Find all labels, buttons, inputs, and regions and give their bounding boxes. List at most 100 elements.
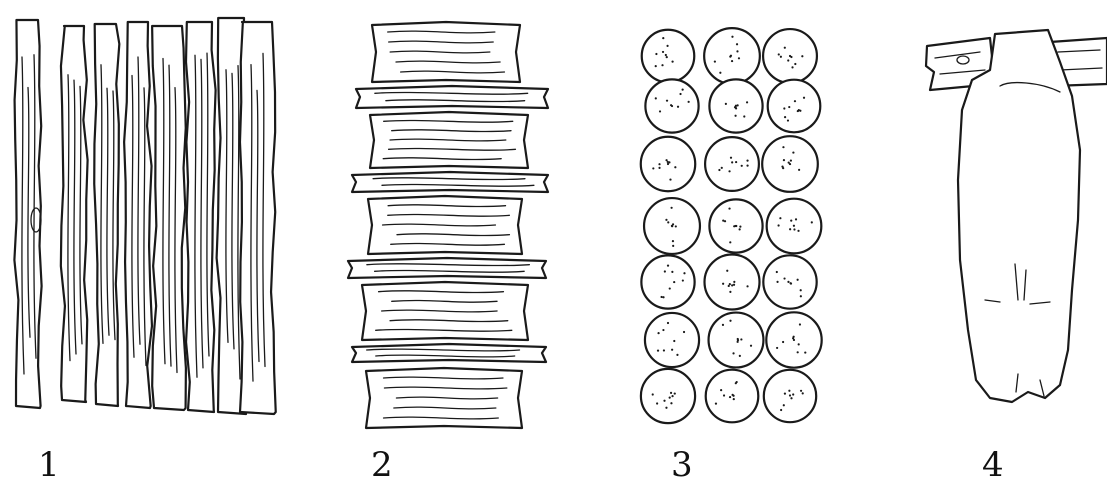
- log-end-dot: [656, 349, 660, 352]
- plank-grain: [387, 204, 507, 208]
- log-end-dot: [683, 272, 686, 275]
- plank: [350, 342, 548, 364]
- log-end-dot: [797, 343, 800, 346]
- log-end-dot: [736, 50, 739, 53]
- log-end-dot: [679, 92, 682, 96]
- log-end-dot: [665, 99, 669, 102]
- plank-grain: [381, 223, 497, 227]
- log-end-dot: [788, 162, 792, 166]
- log-end-dot: [736, 340, 739, 343]
- log-end-dot: [782, 404, 785, 407]
- log-end-dot: [720, 166, 723, 169]
- stake-grain: [256, 89, 260, 363]
- log-end-dot: [728, 207, 731, 210]
- plank-grain: [389, 319, 509, 323]
- stake-grain: [67, 74, 71, 362]
- log-end-dot: [775, 270, 778, 274]
- log-end-dot: [658, 166, 661, 169]
- log-end: [762, 254, 818, 310]
- log-end-dot: [793, 228, 796, 231]
- log-end-dot: [810, 221, 813, 224]
- log-end-dot: [779, 217, 782, 220]
- log-end-dot: [787, 280, 790, 283]
- log-end-dot: [681, 279, 684, 282]
- stake-grain: [262, 52, 266, 368]
- stake-grain: [73, 79, 77, 355]
- log-end-dot: [671, 60, 674, 63]
- plank-grain: [395, 60, 501, 64]
- log-end-dot: [801, 392, 804, 395]
- stake-grain: [194, 54, 198, 378]
- plank: [350, 170, 550, 194]
- log-end-dot: [729, 156, 733, 159]
- plank-grain: [382, 376, 504, 380]
- log-end-dot: [663, 399, 666, 402]
- log-end-dot: [672, 244, 675, 247]
- plank-grain: [393, 406, 497, 410]
- log-end-dot: [793, 100, 797, 103]
- log-end-dot: [729, 319, 732, 322]
- log-end-dot: [681, 88, 684, 91]
- log-end-dot: [787, 161, 790, 164]
- log-end-dot: [732, 283, 736, 286]
- plank-grain: [399, 70, 506, 74]
- log-end-dot: [777, 53, 780, 56]
- beam-grain: [934, 49, 1103, 75]
- log-end-dot: [654, 97, 657, 100]
- plank-grain: [383, 386, 508, 390]
- log-end-dot: [797, 229, 800, 232]
- log-end-dot: [804, 351, 807, 354]
- log-end-dot: [713, 60, 716, 63]
- log-end: [703, 253, 761, 311]
- plank-grain: [389, 50, 491, 54]
- plank-grain: [373, 269, 525, 273]
- log-end-dot: [662, 36, 665, 40]
- plank-grain: [387, 213, 511, 217]
- log-end: [640, 254, 696, 310]
- log-end-dot: [666, 160, 669, 164]
- log-end-dot: [729, 290, 732, 293]
- stake-grain: [33, 54, 37, 359]
- log-end-dot: [666, 321, 670, 325]
- log-end-dot: [728, 395, 732, 399]
- log-end-dot: [746, 164, 749, 167]
- log-end-dot: [799, 109, 802, 112]
- log-end-dot: [670, 224, 674, 227]
- panel-3-log-ends-grid: [639, 27, 823, 425]
- stake-grain: [174, 86, 178, 374]
- log-end-dot: [674, 166, 677, 169]
- log-end-dot: [731, 393, 734, 396]
- log-end-dot: [668, 161, 671, 164]
- log-end-dot: [783, 392, 787, 395]
- log-end-dot: [722, 282, 725, 285]
- plank: [354, 84, 550, 110]
- log-end-dot: [794, 62, 797, 66]
- log-end-dot: [655, 52, 658, 56]
- log-end-dot: [737, 57, 741, 60]
- log-end-dot: [661, 50, 665, 54]
- stake-grain: [231, 72, 235, 350]
- log-end-dot: [733, 106, 737, 109]
- log-end-dot: [682, 330, 686, 334]
- stake-grain: [112, 90, 116, 341]
- log-end-dot: [658, 110, 662, 113]
- log-end-dot: [782, 159, 786, 162]
- plank-grain: [382, 416, 499, 420]
- log-end-dot: [728, 283, 731, 286]
- log-end-dot: [746, 159, 749, 162]
- panel-4-hanging-bundle: [924, 28, 1107, 404]
- log-end-dot: [787, 59, 790, 62]
- plank-grain: [387, 30, 496, 34]
- log-end-dot: [733, 280, 736, 283]
- log-end-dot: [789, 159, 792, 162]
- log-end-dot: [669, 104, 673, 107]
- log-end-dot: [735, 160, 738, 164]
- log-end-dot: [798, 323, 802, 326]
- plank-grain: [389, 138, 507, 142]
- log-end-dot: [666, 44, 669, 47]
- plank: [346, 256, 548, 280]
- log-end-dot: [719, 71, 722, 74]
- log-end-dot: [799, 289, 802, 292]
- stake-grain: [27, 86, 31, 338]
